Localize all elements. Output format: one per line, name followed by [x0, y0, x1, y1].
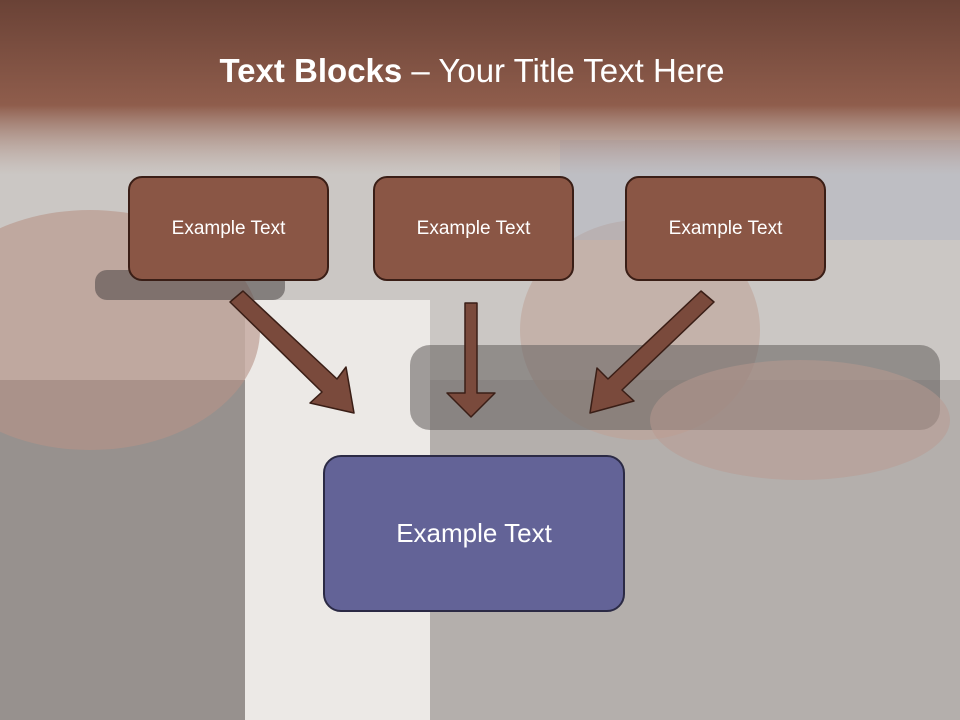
- title-rest: Your Title Text Here: [438, 52, 725, 89]
- text-block-left: Example Text: [128, 176, 329, 281]
- title-bold: Text Blocks: [219, 52, 403, 89]
- text-block-center: Example Text: [373, 176, 574, 281]
- text-block-target: Example Text: [323, 455, 625, 612]
- slide-title: Text Blocks – Your Title Text Here: [0, 52, 944, 90]
- title-dash: –: [402, 52, 439, 89]
- text-block-right: Example Text: [625, 176, 826, 281]
